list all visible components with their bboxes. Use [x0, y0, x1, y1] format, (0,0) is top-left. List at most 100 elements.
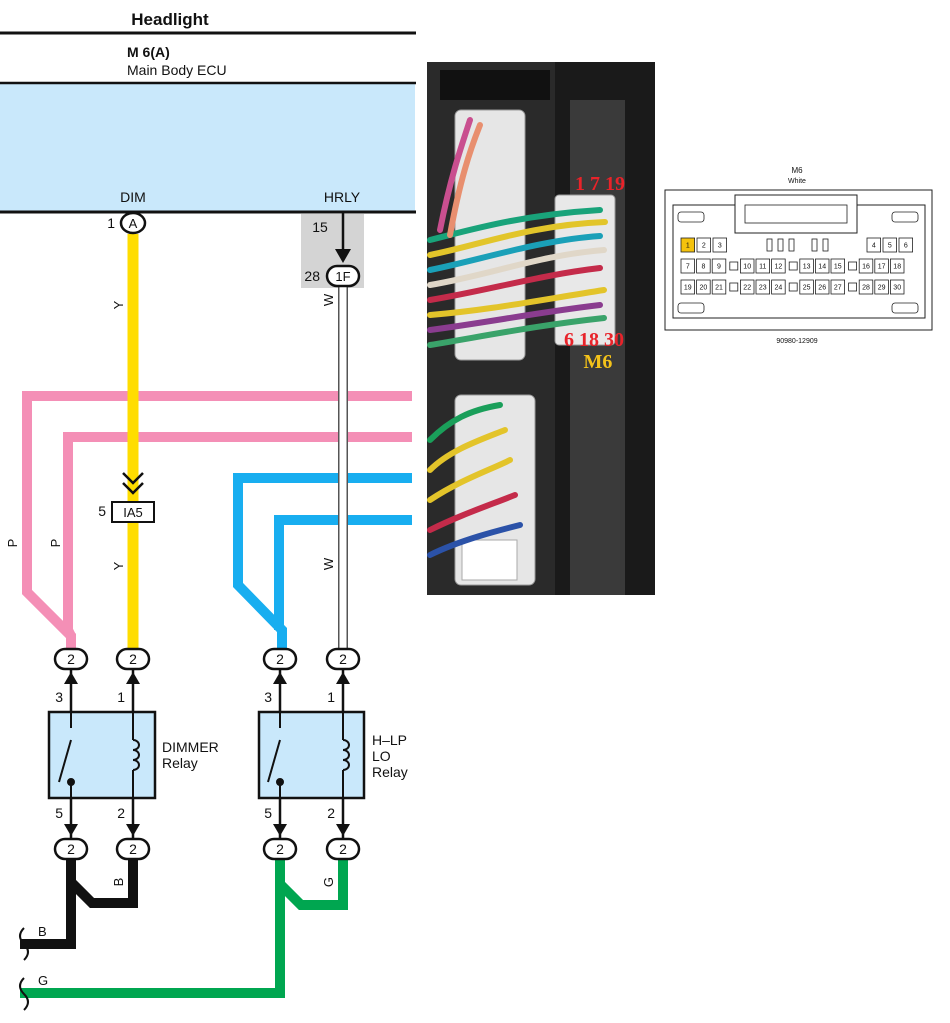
- ecu-pin-dim-terminal: [119, 211, 147, 235]
- connector-pin-23: [755, 279, 771, 295]
- hrly-arrow-icon: [335, 249, 351, 263]
- connector-pin-25: [799, 279, 814, 295]
- ecu-block: [0, 83, 415, 212]
- connector-pin-8: [696, 258, 711, 274]
- hlp-relay-pin-3: 3: [264, 689, 272, 705]
- connector-pin-2-label: 2: [702, 243, 706, 250]
- connector-pin-1: [680, 237, 696, 253]
- connector-empty-cavity: [729, 282, 739, 292]
- junction-ia5-code: IA5: [123, 505, 143, 520]
- connector-key-slot: [788, 238, 795, 252]
- hlp-relay-terminal-top-right-label: 2: [339, 651, 347, 667]
- connector-pin-13: [799, 258, 814, 274]
- connector-empty-cavity: [848, 261, 857, 271]
- connector-pin-16-label: 16: [862, 264, 870, 271]
- connector-pin-30: [890, 279, 905, 295]
- connector-pin-15: [830, 258, 846, 274]
- ecu-pin-dim-number: 1: [107, 215, 115, 231]
- wire-label-white-upper: W: [321, 293, 336, 306]
- pink-wire-inner: [63, 432, 412, 639]
- hlp-relay-terminal-top-left: [262, 647, 298, 671]
- connector-pin-2: [696, 237, 712, 253]
- connector-pin-4: [866, 237, 882, 253]
- wire-label-yellow-upper: Y: [111, 300, 126, 309]
- dimmer-relay-terminal-bottom-right: [115, 837, 151, 861]
- connector-pin-20-label: 20: [700, 285, 708, 292]
- connector-pin-10: [740, 258, 755, 274]
- blue-wire-outer: [233, 473, 412, 660]
- connector-pin-10-label: 10: [743, 264, 751, 271]
- junction-hrly-number: 28: [304, 268, 320, 284]
- connector-pin-26: [815, 279, 830, 295]
- dimmer-relay-terminal-bottom-left-label: 2: [67, 841, 75, 857]
- connector-pin-13-label: 13: [803, 264, 811, 271]
- connector-pin-22: [740, 279, 755, 295]
- connector-pin-5-label: 5: [888, 243, 892, 250]
- connector-key-slot: [766, 238, 773, 252]
- photo-pins-top: 1 7 19: [575, 173, 625, 195]
- connector-face-title: M6: [791, 166, 803, 175]
- photo-connector-label: M6: [584, 351, 613, 373]
- connector-pin-8-label: 8: [701, 264, 705, 271]
- connector-key-slot: [811, 238, 818, 252]
- connector-pin-15-label: 15: [834, 264, 842, 271]
- dimmer-relay-pin-5: 5: [55, 805, 63, 821]
- dimmer-relay-pin-2: 2: [117, 805, 125, 821]
- connector-photo: 1 7 19 6 18 30 M6: [427, 62, 655, 595]
- connector-pin-18: [890, 258, 905, 274]
- connector-face-color: White: [788, 178, 806, 185]
- connector-pin-17-label: 17: [878, 264, 886, 271]
- connector-pin-29-label: 29: [878, 285, 886, 292]
- relay-top-terminals: [64, 668, 350, 712]
- wire-break-icon: [19, 927, 29, 961]
- connector-pin-9-label: 9: [717, 264, 721, 271]
- wire-label-pink-outer: P: [5, 539, 20, 548]
- connector-pin-7-label: 7: [686, 264, 690, 271]
- connector-pin-1-label: 1: [686, 243, 690, 250]
- connector-pin-19-label: 19: [684, 285, 692, 292]
- connector-pin-4-label: 4: [872, 243, 876, 250]
- hlp-relay-pin-1: 1: [327, 689, 335, 705]
- connector-pin-20: [696, 279, 711, 295]
- dimmer-relay-terminal-bottom-left: [53, 837, 89, 861]
- connector-pin-29: [874, 279, 889, 295]
- connector-pin-27-label: 27: [834, 285, 842, 292]
- hlp-relay-coil-icon: [342, 712, 350, 798]
- connector-pin-3: [712, 237, 728, 253]
- connector-pin-28: [858, 279, 874, 295]
- hlp-relay-terminal-bottom-left-label: 2: [276, 841, 284, 857]
- dimmer-relay-switch-icon: [58, 712, 75, 798]
- hlp-relay-terminal-bottom-right: [325, 837, 361, 861]
- connector-pin-19: [680, 279, 696, 295]
- connector-pin-12-label: 12: [775, 264, 783, 271]
- wire-label-yellow-lower: Y: [111, 561, 126, 570]
- hlp-relay-name-1: H–LP: [372, 732, 407, 748]
- black-wire: [20, 858, 138, 949]
- connector-pin-14-label: 14: [818, 264, 826, 271]
- dimmer-relay-pin-1: 1: [117, 689, 125, 705]
- junction-ia5-number: 5: [98, 503, 106, 519]
- connector-pin-22-label: 22: [743, 285, 751, 292]
- connector-pin-6: [898, 237, 914, 253]
- junction-hrly-terminal: [325, 264, 361, 288]
- hlp-relay-terminal-top-left-label: 2: [276, 651, 284, 667]
- connector-pin-5: [882, 237, 898, 253]
- connector-pin-25-label: 25: [803, 285, 811, 292]
- connector-empty-cavity: [788, 261, 798, 271]
- hlp-relay-pin-2: 2: [327, 805, 335, 821]
- hlp-relay-name-3: Relay: [372, 764, 408, 780]
- hlp-relay-terminal-bottom-left: [262, 837, 298, 861]
- ecu-pin-dim-connector: A: [129, 216, 138, 231]
- ia5-chevron-icon: [122, 472, 144, 485]
- dimmer-relay-coil-icon: [132, 712, 140, 798]
- ecu-pin-dim-label: DIM: [120, 189, 146, 205]
- wire-label-pink-inner: P: [48, 539, 63, 548]
- relay-bottom-terminals: [64, 798, 350, 838]
- connector-empty-cavity: [788, 282, 798, 292]
- connector-key-slot: [822, 238, 829, 252]
- connector-pin-12: [771, 258, 786, 274]
- photo-pins-bottom: 6 18 30: [564, 329, 624, 351]
- connector-pin-14: [815, 258, 830, 274]
- connector-pin-18-label: 18: [893, 264, 901, 271]
- connector-pin-24-label: 24: [775, 285, 783, 292]
